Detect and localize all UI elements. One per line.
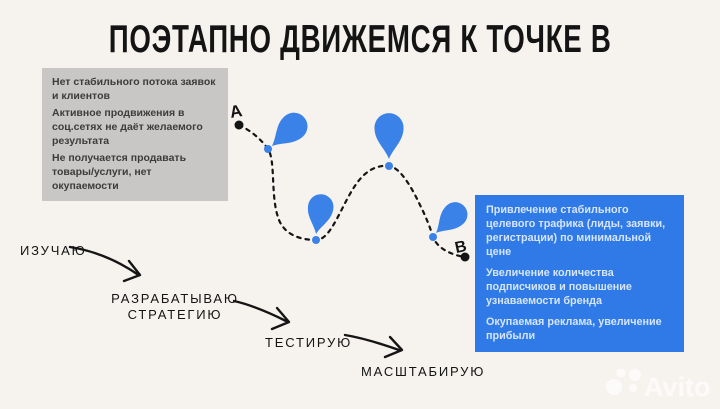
problem-item: Активное продвижения в соц.сетях не даёт…	[52, 107, 203, 147]
solutions-box: Привлечение стабильного целевого трафика…	[475, 195, 684, 352]
waypoint-dot	[264, 145, 272, 153]
step-label-testiruyu: ТЕСТИРУЮ	[265, 335, 353, 350]
step-arrow	[343, 333, 404, 359]
step-label-line: СТРАТЕГИЮ	[127, 307, 223, 322]
solution-item: Привлечение стабильного целевого трафика…	[486, 204, 666, 258]
step-label-line: РАЗРАБАТЫВАЮ	[111, 291, 239, 306]
point-b-dot	[460, 252, 470, 262]
step-label-masshtabiruyu: МАСШТАБИРУЮ	[361, 364, 486, 379]
page-title-text: ПОЭТАПНО ДВИЖЕМСЯ К ТОЧКЕ В	[108, 18, 612, 61]
avito-logo-icon: Avito	[606, 368, 711, 402]
step-label-strategiya: РАЗРАБАТЫВАЮ СТРАТЕГИЮ	[110, 291, 240, 323]
problem-item: Нет стабильного потока заявок и клиентов	[52, 76, 216, 102]
waypoint-dot	[429, 233, 437, 241]
location-pin-icon	[374, 113, 404, 159]
point-a-label: A	[228, 101, 243, 122]
step-arrow	[232, 299, 291, 331]
waypoint-dot	[385, 162, 393, 170]
page-title: ПОЭТАПНО ДВИЖЕМСЯ К ТОЧКЕ В	[0, 20, 720, 59]
dotted-route-path	[237, 123, 467, 259]
problems-box: Нет стабильного потока заявок и клиентов…	[42, 68, 228, 201]
point-a-dot	[234, 120, 244, 130]
waypoint-dot	[312, 236, 320, 244]
point-b-label: B	[453, 238, 468, 257]
solution-item: Окупаемая реклама, увеличение прибыли	[486, 316, 662, 342]
avito-logo-text: Avito	[644, 372, 711, 402]
step-arrow	[68, 245, 142, 283]
avito-watermark: Avito	[600, 360, 715, 409]
solution-item: Увеличение количества подписчиков и повы…	[486, 267, 632, 307]
step-label-izuchayu: ИЗУЧАЮ	[20, 243, 87, 258]
problem-item: Не получается продавать товары/услуги, н…	[52, 152, 187, 192]
